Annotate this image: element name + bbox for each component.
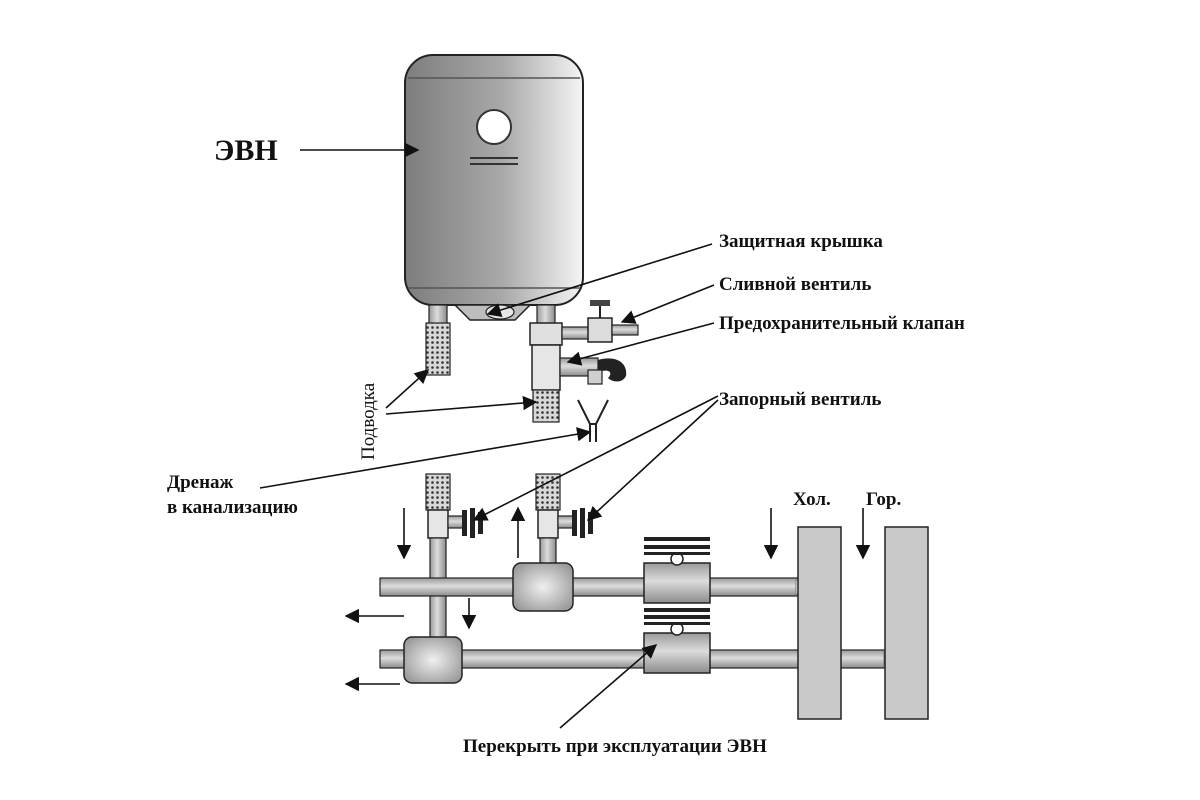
hot-main-valve	[643, 608, 711, 674]
cold-main-valve	[643, 537, 711, 604]
label-hot: Гор.	[866, 489, 901, 510]
inlet-assembly	[529, 300, 639, 423]
label-close-note: Перекрыть при эксплуатации ЭВН	[463, 736, 767, 757]
label-cold: Хол.	[793, 489, 831, 510]
hot-supply-riser	[884, 526, 929, 720]
drain-funnel-icon	[577, 399, 609, 442]
label-protective-cover: Защитная крышка	[719, 231, 883, 252]
drain-valve	[587, 317, 613, 343]
leader-lines	[259, 142, 719, 729]
thermostat-indicator-icon	[476, 109, 512, 145]
hot-outlet-hose	[425, 304, 451, 376]
label-evn: ЭВН	[214, 134, 278, 167]
label-supply-hose: Подводка	[358, 382, 379, 460]
risers	[425, 473, 561, 645]
flow-arrows	[344, 506, 871, 692]
label-drain-line1: Дренаж	[167, 472, 234, 493]
cold-tee	[512, 562, 574, 612]
label-drain-line2: в канализацию	[167, 497, 298, 518]
safety-valve	[531, 344, 561, 391]
shutoff-valve-right	[557, 508, 593, 538]
shutoff-valve-left	[447, 508, 483, 538]
label-drain-valve: Сливной вентиль	[719, 274, 871, 295]
label-shutoff-valve: Запорный вентиль	[719, 389, 881, 410]
hot-tee	[403, 636, 463, 684]
cold-main-pipe	[379, 577, 821, 597]
label-safety-valve: Предохранительный клапан	[719, 313, 965, 334]
water-heater-tank	[404, 54, 584, 321]
cold-supply-riser	[797, 526, 842, 720]
